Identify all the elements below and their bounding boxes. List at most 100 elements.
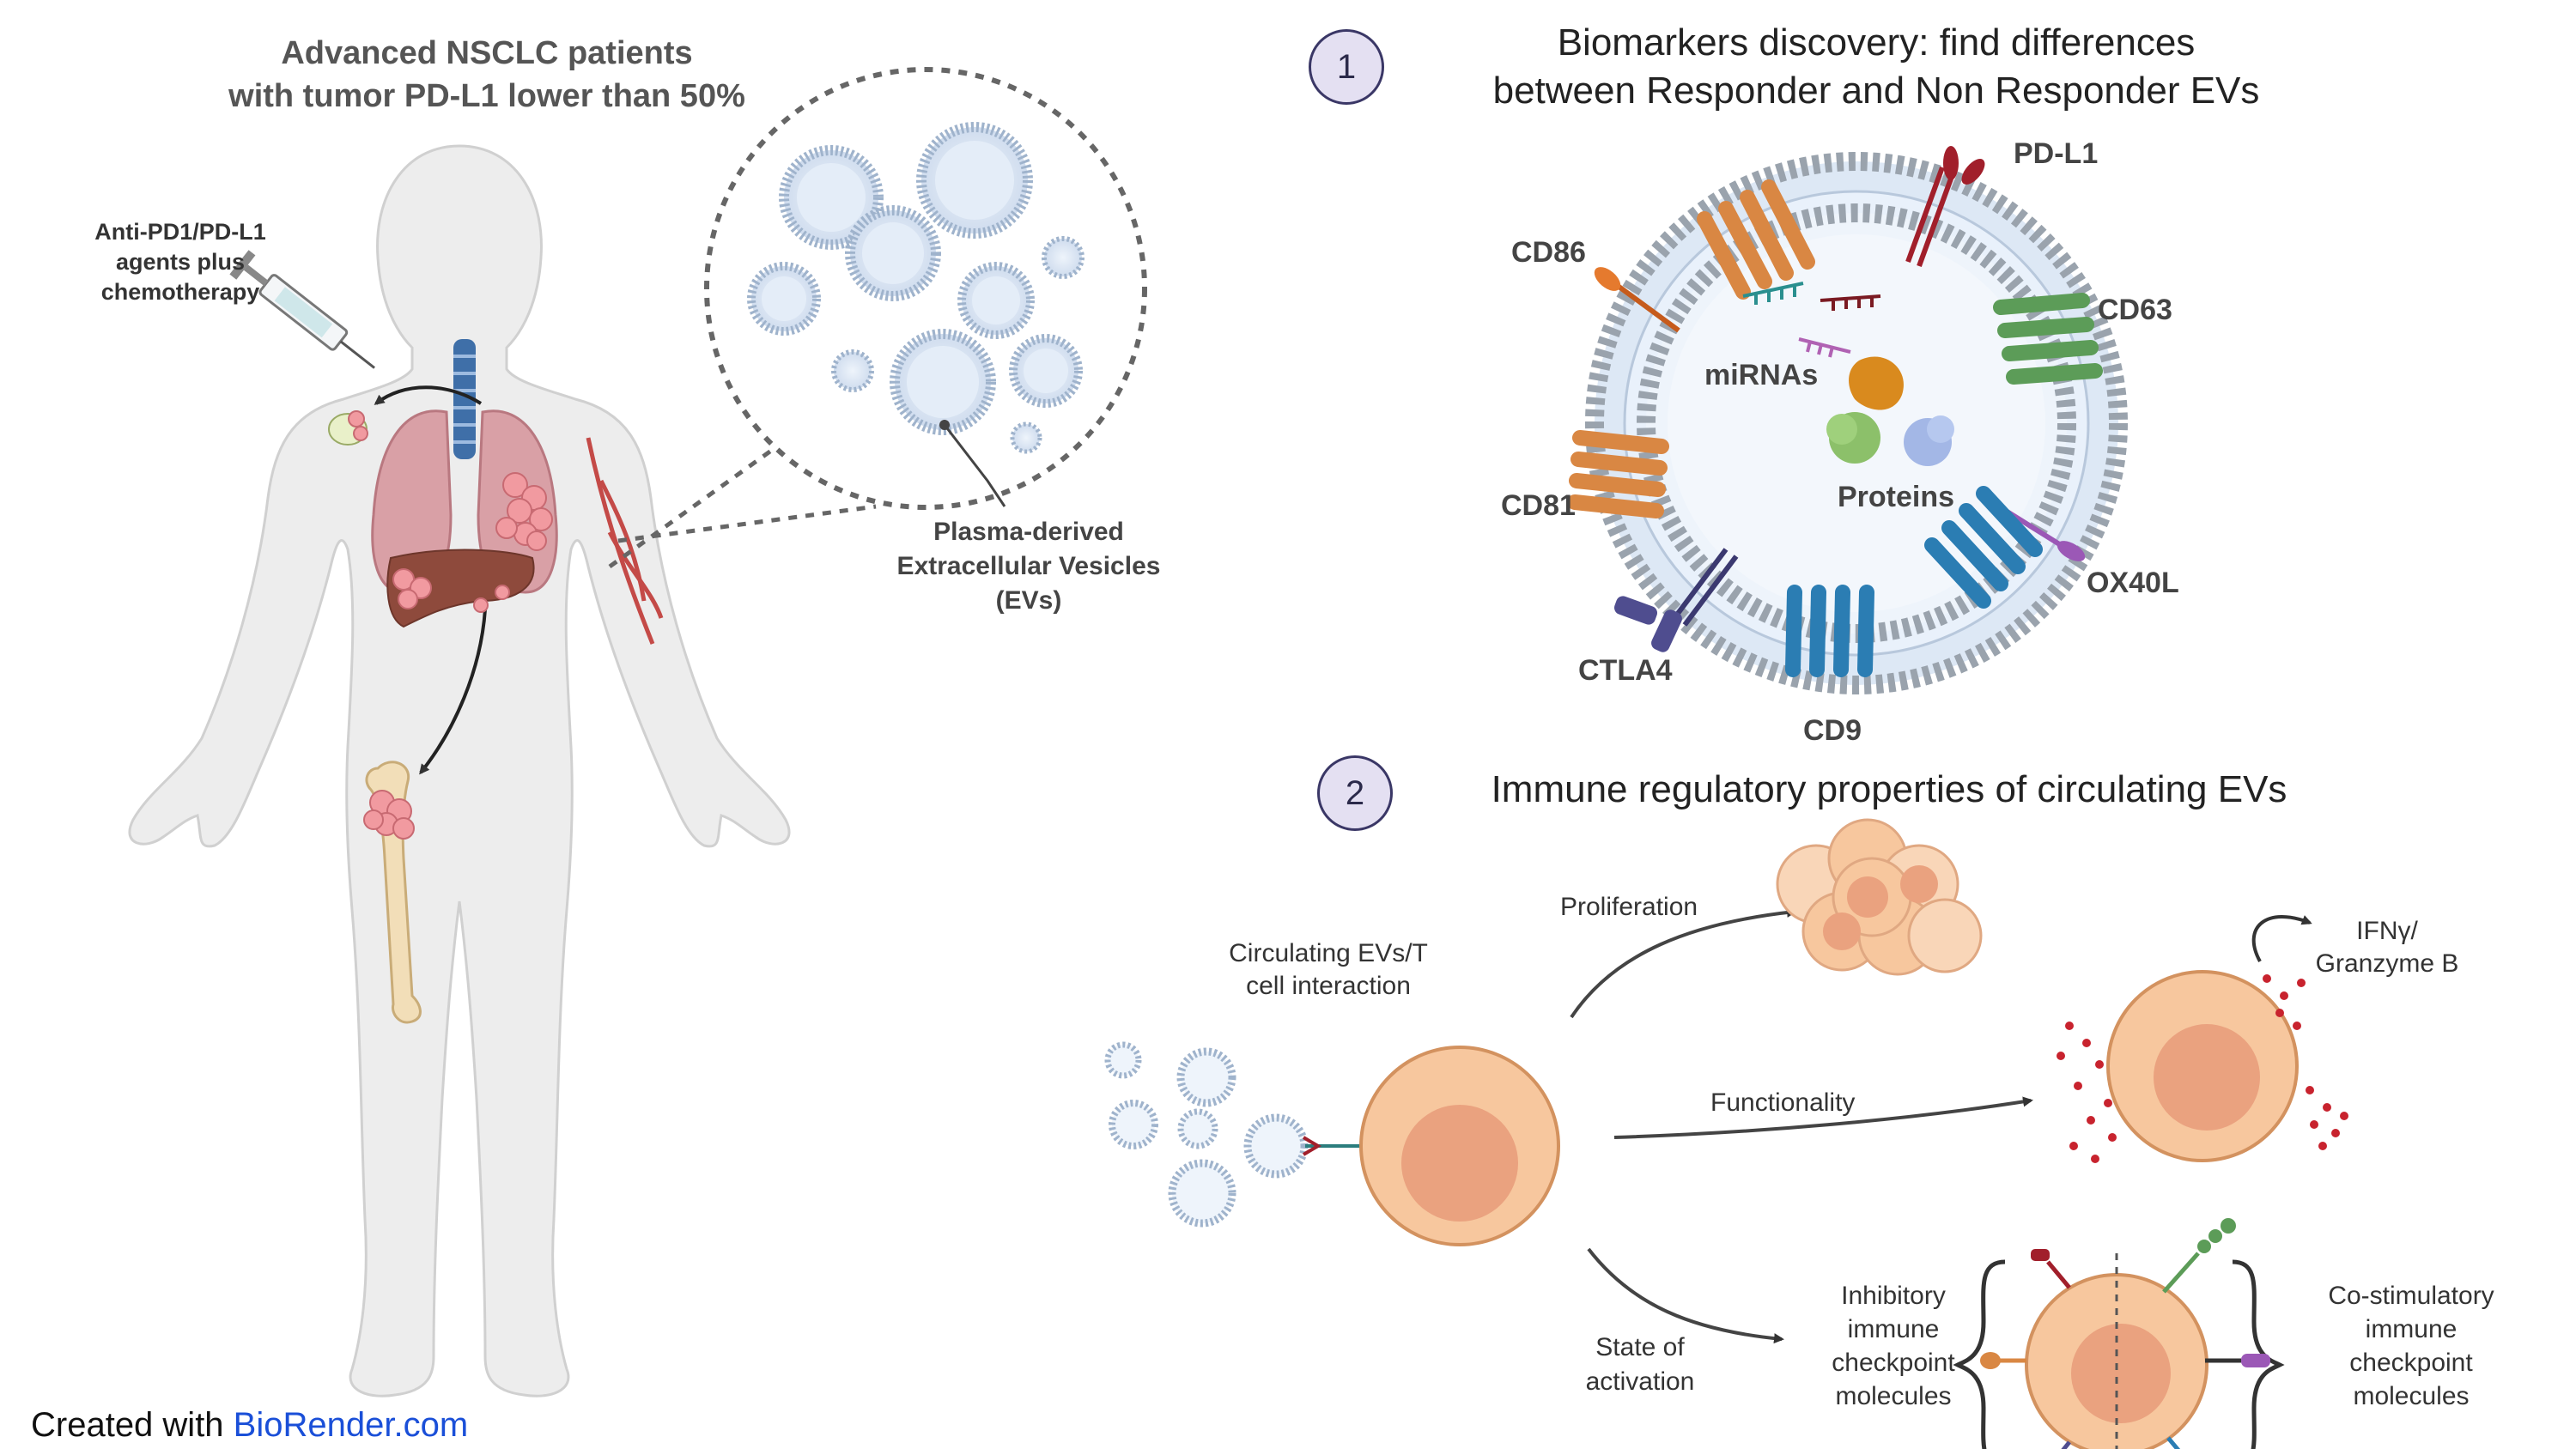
arrow-to-lymph-node <box>374 385 483 405</box>
arrow-proliferation <box>1570 907 1797 1019</box>
vesicle <box>1177 1108 1218 1149</box>
vesicle <box>1042 236 1084 279</box>
section1-badge: 1 <box>1309 29 1384 105</box>
state-label-line1: State of <box>1595 1333 1685 1361</box>
cd81-molecule-top <box>1697 179 1815 300</box>
patients-title-line1: Advanced NSCLC patients <box>281 35 693 71</box>
ifn-label-line2: Granzyme B <box>2315 949 2459 978</box>
protein-cargo <box>1826 356 1954 466</box>
trachea <box>453 339 476 459</box>
vesicle <box>916 122 1033 239</box>
credit-prefix: Created with <box>31 1406 234 1444</box>
liver-tumor <box>392 568 432 609</box>
vesicle <box>890 329 996 435</box>
injection-label-line1: Anti-PD1/PD-L1 <box>94 219 266 245</box>
femur-bone <box>365 761 422 1024</box>
ev-label-line2: Extracellular Vesicles <box>896 552 1161 580</box>
vesicle <box>1009 334 1083 408</box>
marker-label-cd9: CD9 <box>1803 714 1862 747</box>
zoom-guides <box>608 444 877 569</box>
vesicle <box>1109 1100 1158 1149</box>
vesicle <box>779 145 884 250</box>
section1-title-line2: between Responder and Non Responder EVs <box>1492 70 2260 112</box>
secretion-arrow <box>2251 914 2312 962</box>
cargo-label-proteins: Proteins <box>1838 481 1955 513</box>
marker-label-pdl1: PD-L1 <box>2014 137 2099 170</box>
vesicle <box>845 205 941 301</box>
costim-label-line1: Co-stimulatory <box>2328 1282 2494 1310</box>
zoom-vesicles <box>747 122 1084 454</box>
marker-label-ctla4: CTLA4 <box>1578 654 1673 687</box>
granzyme-granules <box>2057 974 2348 1163</box>
mirna-strands <box>1742 282 1881 358</box>
vesicle <box>1176 1047 1236 1107</box>
biorender-link[interactable]: BioRender.com <box>233 1406 469 1444</box>
marker-label-ox40l: OX40L <box>2087 567 2179 599</box>
inhibitory-label-line4: molecules <box>1835 1382 1952 1410</box>
human-body <box>128 144 791 1397</box>
body-silhouette <box>128 144 791 1397</box>
ev-pointer-dot <box>939 420 950 430</box>
proliferating-cells <box>1776 818 1983 976</box>
vesicle <box>1010 421 1042 454</box>
checkpoint-brackets <box>1953 1259 2285 1449</box>
vesicle <box>957 262 1035 339</box>
costim-label-line3: checkpoint <box>2349 1349 2473 1377</box>
ctla4-molecule <box>1613 548 1739 652</box>
injection-label-line2: agents plus <box>115 249 246 275</box>
interaction-label-line2: cell interaction <box>1246 972 1411 1000</box>
cd9-molecule-right <box>1924 486 2043 609</box>
arrow-functionality <box>1613 1096 2033 1139</box>
ev-label-line1: Plasma-derived <box>933 518 1124 546</box>
functional-t-cell <box>2106 970 2299 1162</box>
central-t-cell <box>1359 1046 1560 1246</box>
lymph-node-metastasis <box>328 410 368 446</box>
section2-badge: 2 <box>1317 755 1393 831</box>
cd9-molecule-bottom <box>1785 585 1874 677</box>
lung-tumor <box>495 472 553 551</box>
arrow-state-activation <box>1587 1247 1784 1344</box>
interaction-label-line1: Circulating EVs/T <box>1229 939 1428 967</box>
costim-label-line4: molecules <box>2353 1382 2470 1410</box>
section2-title: Immune regulatory properties of circulat… <box>1491 768 2287 810</box>
cd86-molecule <box>1594 267 1680 333</box>
vesicle <box>747 262 821 336</box>
inhibitory-receptors <box>1980 1249 2071 1449</box>
syringe-icon <box>229 250 376 369</box>
section1-number: 1 <box>1336 47 1357 86</box>
proliferation-label: Proliferation <box>1560 893 1698 921</box>
section2-number: 2 <box>1345 773 1365 812</box>
state-label-line2: activation <box>1585 1367 1695 1396</box>
functionality-label: Functionality <box>1710 1088 1856 1117</box>
arm-blood-vessels <box>586 437 664 645</box>
patients-title-line2: with tumor PD-L1 lower than 50% <box>228 78 745 114</box>
cd63-molecule <box>1993 293 2103 385</box>
vesicle <box>1168 1159 1236 1228</box>
bone-tumor <box>363 790 415 840</box>
circulating-tumor-cells <box>473 585 510 613</box>
ev-label-line3: (EVs) <box>995 586 1062 615</box>
liver <box>386 549 535 628</box>
vesicle <box>1243 1113 1309 1179</box>
credit-footer: Created with BioRender.com <box>31 1406 468 1445</box>
trachea-rings <box>453 355 476 444</box>
cargo-label-mirnas: miRNAs <box>1704 359 1819 391</box>
cd81-molecule-left <box>1567 430 1669 518</box>
marker-label-cd63: CD63 <box>2098 294 2172 326</box>
circulating-evs-cluster <box>1104 1041 1309 1228</box>
checkpoint-t-cell <box>2025 1273 2208 1449</box>
marker-label-cd81: CD81 <box>1501 489 1576 522</box>
section1-title-line1: Biomarkers discovery: find differences <box>1557 21 2196 64</box>
inhibitory-label-line2: immune <box>1847 1315 1940 1343</box>
inhibitory-label-line1: Inhibitory <box>1841 1282 1946 1310</box>
vesicle <box>831 349 874 392</box>
ev-pointer <box>943 424 1006 507</box>
inhibitory-label-line3: checkpoint <box>1832 1349 1955 1377</box>
vesicle <box>1104 1041 1142 1079</box>
ifn-label-line1: IFNγ/ <box>2356 917 2418 945</box>
injection-label-line3: chemotherapy <box>100 279 260 305</box>
costim-label-line2: immune <box>2365 1315 2458 1343</box>
costimulatory-receptors <box>2162 1218 2270 1449</box>
